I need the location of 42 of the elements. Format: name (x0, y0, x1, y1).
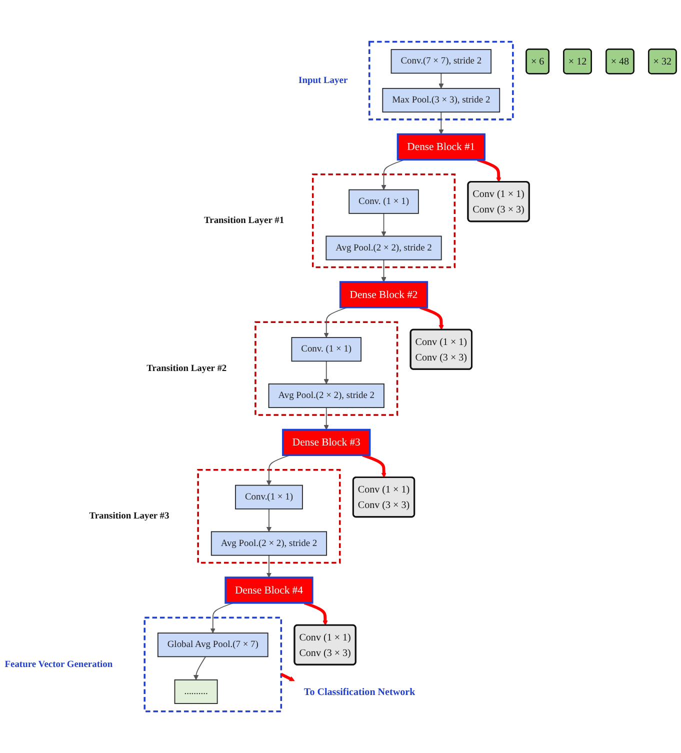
arrow (266, 508, 272, 532)
arrow (210, 602, 234, 634)
node-box: Dense Block #3 (282, 428, 371, 456)
node-box: Dense Block #2 (339, 281, 428, 308)
arrow (266, 554, 272, 578)
cluster (197, 468, 341, 564)
node-label: Transition Layer #2 (146, 363, 227, 374)
arrow (381, 259, 386, 282)
node-label: Feature Vector Generation (4, 659, 113, 670)
cluster (368, 40, 514, 120)
arrow (420, 306, 444, 330)
cluster (144, 616, 282, 712)
node-label: Transition Layer #3 (89, 510, 170, 521)
node-box: Avg Pool.(2 × 2), stride 2 (210, 531, 328, 556)
node-box: Max Pool.(3 × 3), stride 2 (382, 88, 500, 112)
arrow (280, 672, 295, 682)
node-box: Global Avg Pool.(7 × 7) (157, 632, 268, 658)
cluster (254, 321, 398, 416)
arrow (304, 601, 328, 626)
arrow (381, 212, 386, 236)
arrow (324, 407, 329, 430)
node-box: Conv.(1 × 1) (235, 484, 303, 510)
node-text: To Classification Network (304, 686, 416, 698)
node-box: Dense Block #1 (396, 133, 486, 160)
arrow (438, 72, 444, 89)
node-box: Conv. (1 × 1) (348, 189, 419, 214)
node-box: .......... (174, 679, 218, 704)
node-box: Dense Block #4 (224, 576, 314, 604)
node-box: Avg Pool.(2 × 2), stride 2 (268, 383, 384, 408)
node-label: Transition Layer #1 (204, 215, 284, 226)
arrow (362, 454, 386, 478)
arrow (324, 360, 329, 384)
node-box: Avg Pool.(2 × 2), stride 2 (326, 236, 442, 260)
arrow (438, 112, 444, 134)
node-label: Input Layer (298, 75, 348, 86)
arrow (266, 454, 290, 486)
arrow (324, 306, 348, 338)
cluster (312, 173, 456, 268)
node-box: Conv.(7 × 7), stride 2 (390, 49, 492, 74)
node-box: Conv. (1 × 1) (291, 337, 362, 362)
arrow (476, 158, 502, 182)
arrow (193, 656, 206, 680)
